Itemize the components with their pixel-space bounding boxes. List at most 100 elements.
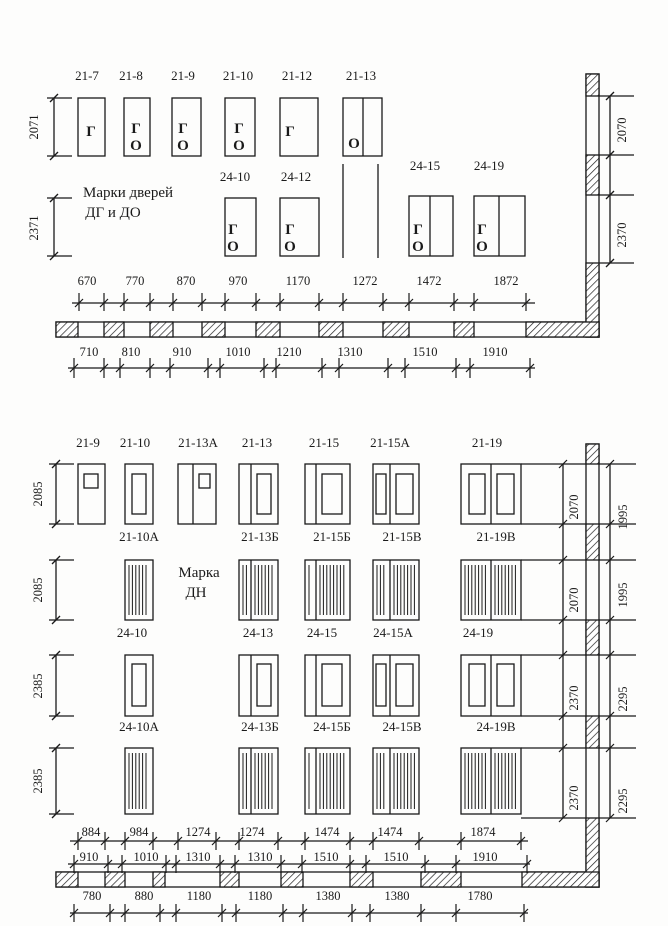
door-panel — [321, 663, 343, 707]
width-dimension: 1380 — [316, 889, 341, 903]
door-outline — [124, 654, 154, 717]
door-glass-panel — [198, 473, 211, 489]
dimension-tick-slash — [105, 908, 115, 918]
wall-hatch — [585, 715, 600, 749]
width-dimension: 780 — [83, 889, 102, 903]
door-mark: 21-8 — [119, 68, 143, 83]
width-dimension: 984 — [130, 825, 150, 839]
width-dimension: 1472 — [417, 274, 442, 288]
width-dimension: 1180 — [187, 889, 212, 903]
wall-dimension: 1995 — [616, 583, 630, 608]
door-outline — [124, 559, 154, 621]
door-outline — [123, 97, 151, 157]
dimension-tick-slash — [103, 859, 113, 869]
wall-hatch — [453, 321, 475, 338]
width-dimension: 810 — [122, 345, 141, 359]
wall-hatch — [420, 871, 462, 888]
door-mark: 21-15Б — [313, 529, 351, 544]
door-panel — [395, 473, 414, 515]
door-panel — [321, 473, 343, 515]
wall-dimension: 2070 — [567, 588, 581, 613]
width-dimension: 884 — [82, 825, 102, 839]
width-dimension: 1510 — [384, 850, 409, 864]
door-outline — [372, 559, 420, 621]
height-dimension: 2085 — [31, 482, 45, 507]
dimension-tick-slash — [347, 908, 357, 918]
door-outline — [224, 197, 257, 257]
door-mark: 24-15Б — [313, 719, 351, 734]
door-mark: 24-15В — [383, 719, 422, 734]
door-mark: 21-13А — [178, 435, 218, 450]
door-panel — [496, 663, 515, 707]
wall-dimension: 2070 — [615, 118, 629, 143]
wall-hatch — [585, 154, 600, 196]
wall-dimension: 2370 — [567, 786, 581, 811]
wall-dimension: 2295 — [616, 789, 630, 814]
width-dimension: 880 — [135, 889, 154, 903]
dimension-tick-slash — [231, 908, 241, 918]
width-dimension: 910 — [80, 850, 99, 864]
door-panel — [375, 473, 387, 515]
wall-hatch — [201, 321, 226, 338]
dimension-tick-slash — [100, 836, 110, 846]
door-outline — [304, 747, 351, 815]
height-dimension: 2371 — [27, 216, 41, 241]
door-letter: Г — [477, 222, 487, 238]
door-letter: О — [227, 239, 239, 255]
door-panel — [375, 663, 387, 707]
width-dimension: 1874 — [471, 825, 497, 839]
width-dimension: 910 — [173, 345, 192, 359]
width-dimension: 1510 — [314, 850, 339, 864]
wall-dimension: 1995 — [616, 505, 630, 530]
slatted-door — [460, 747, 522, 815]
door-mark: 24-10 — [220, 169, 250, 184]
door-outline — [304, 654, 351, 717]
dimension-tick-slash — [161, 859, 171, 869]
wall-dimension: 2370 — [615, 223, 629, 248]
height-dimension: 2085 — [31, 578, 45, 603]
wall-hatch — [585, 619, 600, 656]
dimension-tick-slash — [361, 859, 371, 869]
wall-hatch — [280, 871, 304, 888]
door-letter: Г — [228, 222, 238, 238]
wall-hatch — [255, 321, 281, 338]
slatted-door — [460, 559, 522, 621]
door-outline — [177, 463, 217, 525]
wall-hatch — [382, 321, 410, 338]
dimension-tick-slash — [451, 908, 461, 918]
wall-hatch — [149, 321, 174, 338]
wall-hatch — [525, 321, 600, 338]
door-mark: 24-19В — [477, 719, 516, 734]
door-mark: 21-15В — [383, 529, 422, 544]
wall-dimension: 2295 — [616, 687, 630, 712]
door-letter: О — [476, 239, 488, 255]
wall-hatch — [104, 871, 126, 888]
wall-hatch — [55, 871, 79, 888]
slatted-door — [238, 559, 279, 621]
door-outline — [77, 463, 106, 525]
top-section: 21-7 21-8 21-9 21-10 21-12 21-13 Г Г О Г… — [27, 68, 634, 378]
dimension-tick-slash — [171, 908, 181, 918]
door-panel — [496, 473, 515, 515]
width-dimension: 670 — [78, 274, 97, 288]
width-dimension: 1910 — [483, 345, 508, 359]
wall-hatch — [152, 871, 166, 888]
dimension-tick-slash — [173, 836, 183, 846]
door-outline — [124, 747, 154, 815]
door-mark: 21-15А — [370, 435, 410, 450]
door-outline — [238, 747, 279, 815]
width-dimension: 770 — [126, 274, 145, 288]
door-letter: О — [284, 239, 296, 255]
dimension-tick-slash — [234, 836, 244, 846]
dimension-tick-slash — [120, 836, 130, 846]
door-letter: О — [348, 136, 360, 152]
dimension-tick-slash — [420, 859, 430, 869]
door-letter: О — [412, 239, 424, 255]
dimension-tick-slash — [215, 859, 225, 869]
door-mark: 24-10 — [117, 625, 147, 640]
dimension-tick-slash — [365, 908, 375, 918]
door-glass-panel — [83, 473, 99, 489]
dimension-tick-slash — [120, 908, 130, 918]
